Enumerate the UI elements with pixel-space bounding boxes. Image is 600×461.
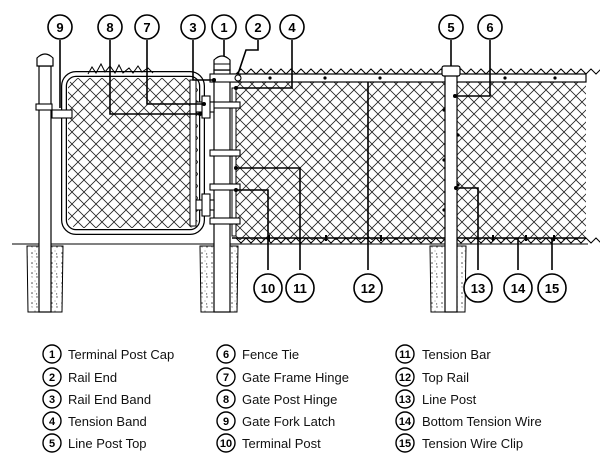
callout-14: 14 xyxy=(503,273,533,303)
legend-item: 15 Tension Wire Clip xyxy=(395,433,523,453)
tension-bar xyxy=(231,87,237,237)
svg-text:Rail End: Rail End xyxy=(68,370,117,385)
svg-text:1: 1 xyxy=(220,20,227,35)
svg-text:15: 15 xyxy=(545,281,559,296)
svg-text:Terminal Post: Terminal Post xyxy=(242,436,321,451)
fence-mesh xyxy=(232,78,586,240)
svg-text:Terminal Post Cap: Terminal Post Cap xyxy=(68,347,174,362)
svg-text:10: 10 xyxy=(261,281,275,296)
svg-text:Rail End Band: Rail End Band xyxy=(68,392,151,407)
callout-8: 8 xyxy=(97,14,123,40)
svg-text:2: 2 xyxy=(254,20,261,35)
svg-text:10: 10 xyxy=(220,438,232,450)
legend-item: 6 Fence Tie xyxy=(216,344,299,364)
svg-text:5: 5 xyxy=(447,20,454,35)
callout-7: 7 xyxy=(134,14,160,40)
legend-item: 8 Gate Post Hinge xyxy=(216,389,337,409)
terminal-post xyxy=(213,55,231,313)
svg-text:Line Post Top: Line Post Top xyxy=(68,436,147,451)
svg-text:Top Rail: Top Rail xyxy=(422,370,469,385)
callout-3: 3 xyxy=(180,14,206,40)
top-rail xyxy=(231,73,587,83)
legend-item: 4 Tension Band xyxy=(42,411,147,431)
svg-text:Tension Bar: Tension Bar xyxy=(422,347,491,362)
svg-text:Gate Post Hinge: Gate Post Hinge xyxy=(242,392,337,407)
gate-fork-latch xyxy=(35,103,73,119)
svg-text:Tension Band: Tension Band xyxy=(68,414,147,429)
svg-text:Fence Tie: Fence Tie xyxy=(242,347,299,362)
line-post-top xyxy=(441,65,461,77)
svg-text:6: 6 xyxy=(486,20,493,35)
callout-10: 10 xyxy=(253,273,283,303)
legend-item: 12 Top Rail xyxy=(395,367,469,387)
callout-12: 12 xyxy=(353,273,383,303)
svg-text:13: 13 xyxy=(399,394,411,406)
leader-dots xyxy=(198,78,458,192)
gate-hinges xyxy=(195,95,215,217)
svg-text:Bottom Tension Wire: Bottom Tension Wire xyxy=(422,414,542,429)
callout-15: 15 xyxy=(537,273,567,303)
svg-text:Line Post: Line Post xyxy=(422,392,477,407)
legend-item: 1 Terminal Post Cap xyxy=(42,344,174,364)
svg-text:14: 14 xyxy=(399,416,412,428)
svg-text:7: 7 xyxy=(223,372,229,384)
callout-13: 13 xyxy=(463,273,493,303)
svg-text:4: 4 xyxy=(288,20,296,35)
callout-1: 1 xyxy=(211,14,237,40)
terminal-post-cap xyxy=(213,55,231,71)
svg-text:Tension Wire Clip: Tension Wire Clip xyxy=(422,436,523,451)
callout-5: 5 xyxy=(438,14,464,40)
legend-item: 10 Terminal Post xyxy=(216,433,321,453)
svg-text:9: 9 xyxy=(56,20,63,35)
svg-text:11: 11 xyxy=(293,281,307,296)
callout-6: 6 xyxy=(477,14,503,40)
top-knuckles xyxy=(235,68,600,75)
legend-item: 11 Tension Bar xyxy=(395,344,491,364)
svg-text:4: 4 xyxy=(49,416,56,428)
svg-text:14: 14 xyxy=(511,281,526,296)
svg-text:15: 15 xyxy=(399,438,411,450)
legend-item: 2 Rail End xyxy=(42,367,117,387)
concrete-footings xyxy=(26,245,467,313)
legend-item: 14 Bottom Tension Wire xyxy=(395,411,542,431)
svg-text:Gate Frame Hinge: Gate Frame Hinge xyxy=(242,370,349,385)
svg-text:12: 12 xyxy=(361,281,375,296)
legend: 1 Terminal Post Cap 2 Rail End 3 Rail End B… xyxy=(42,344,542,453)
svg-text:3: 3 xyxy=(49,394,55,406)
svg-text:7: 7 xyxy=(143,20,150,35)
legend-item: 5 Line Post Top xyxy=(42,433,147,453)
callout-2: 2 xyxy=(245,14,271,40)
legend-item: 3 Rail End Band xyxy=(42,389,151,409)
svg-text:11: 11 xyxy=(399,349,411,361)
svg-text:5: 5 xyxy=(49,438,55,450)
svg-text:2: 2 xyxy=(49,372,55,384)
callout-11: 11 xyxy=(285,273,315,303)
gate xyxy=(61,62,205,235)
legend-item: 7 Gate Frame Hinge xyxy=(216,367,349,387)
leader-lines xyxy=(59,40,553,270)
svg-text:8: 8 xyxy=(223,394,229,406)
legend-item: 13 Line Post xyxy=(395,389,477,409)
svg-text:8: 8 xyxy=(106,20,113,35)
svg-text:3: 3 xyxy=(189,20,196,35)
callout-9: 9 xyxy=(47,14,73,40)
svg-text:12: 12 xyxy=(399,372,411,384)
svg-text:13: 13 xyxy=(471,281,485,296)
svg-text:6: 6 xyxy=(223,349,229,361)
callout-4: 4 xyxy=(279,14,305,40)
line-post xyxy=(441,65,461,313)
gate-post xyxy=(36,53,54,313)
svg-text:Gate Fork Latch: Gate Fork Latch xyxy=(242,414,335,429)
svg-text:1: 1 xyxy=(49,349,55,361)
svg-text:9: 9 xyxy=(223,416,229,428)
legend-item: 9 Gate Fork Latch xyxy=(216,411,335,431)
